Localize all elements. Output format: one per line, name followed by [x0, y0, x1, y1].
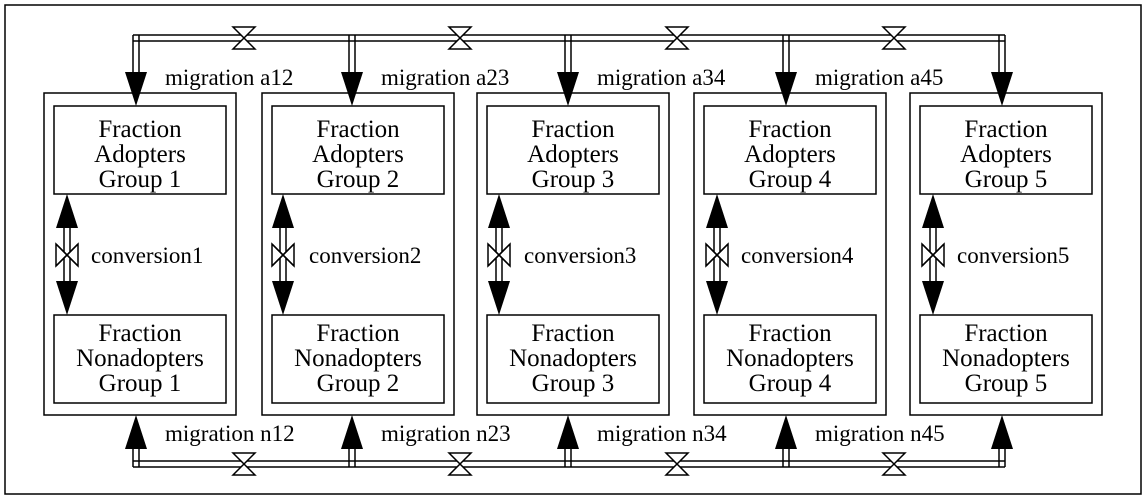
flow-layer — [55, 26, 1013, 476]
adopters-stock-box — [919, 105, 1093, 195]
nonadopters-stock-box — [53, 314, 227, 404]
adopters-label-line-2: Adopters — [744, 141, 836, 168]
adopters-label-line-3: Group 2 — [317, 166, 400, 193]
nonadopters-label-line-2: Nonadopters — [509, 345, 637, 372]
conversion-valve-cross — [921, 243, 945, 267]
nonadopters-label-line-3: Group 3 — [532, 370, 615, 397]
adopters-stock-box — [53, 105, 227, 195]
conversion-arrow-down — [56, 281, 78, 315]
migration-arrow-down — [991, 72, 1013, 106]
adopters-label-line-1: Fraction — [98, 116, 182, 143]
adopters-stock-box — [703, 105, 877, 195]
migration-valve-bottom — [881, 452, 907, 476]
migration-valve-bottom — [447, 452, 473, 476]
migration-arrow-down — [341, 72, 363, 106]
adopters-label-line-1: Fraction — [316, 116, 400, 143]
conversion-valve-cross — [271, 243, 295, 267]
conversion-arrow-up — [488, 194, 510, 228]
migration-valve-top — [447, 26, 473, 50]
conversion-arrow-down — [922, 281, 944, 315]
adopters-label-line-3: Group 5 — [965, 166, 1048, 193]
nonadopters-label-line-2: Nonadopters — [726, 345, 854, 372]
adopters-label-line-1: Fraction — [748, 116, 832, 143]
migration-label-a12: migration a12 — [165, 65, 293, 90]
migration-label-n45: migration n45 — [815, 421, 945, 446]
conversion-arrow-up — [922, 194, 944, 228]
migration-arrow-down — [557, 72, 579, 106]
nonadopters-label-line-2: Nonadopters — [76, 345, 204, 372]
migration-arrow-up — [341, 415, 363, 449]
group-panel-3: Fraction Adopters Group 3 Fraction Nonad… — [476, 92, 670, 416]
conversion-arrow-up — [56, 194, 78, 228]
group-frame — [261, 92, 455, 416]
migration-label-n12: migration n12 — [165, 421, 295, 446]
migration-label-n23: migration n23 — [381, 421, 511, 446]
migration-arrow-down — [775, 72, 797, 106]
adopters-label-line-2: Adopters — [94, 141, 186, 168]
nonadopters-label-line-3: Group 4 — [749, 370, 832, 397]
adopters-stock-box — [486, 105, 660, 195]
conversion-label: conversion1 — [91, 243, 203, 268]
conversion-valve-cross — [705, 243, 729, 267]
nonadopter-migration-pipe-fill — [133, 461, 1005, 467]
conversion-arrow-down — [706, 281, 728, 315]
migration-label-a45: migration a45 — [815, 65, 943, 90]
migration-valve-bottom — [664, 452, 690, 476]
adopters-label-line-1: Fraction — [531, 116, 615, 143]
conversion-label: conversion3 — [524, 243, 636, 268]
migration-arrow-down — [125, 72, 147, 106]
conversion-label: conversion5 — [957, 243, 1069, 268]
conversion-label: conversion2 — [309, 243, 421, 268]
migration-label-a34: migration a34 — [597, 65, 726, 90]
adopters-label-line-2: Adopters — [527, 141, 619, 168]
migration-arrow-up — [125, 415, 147, 449]
migration-valve-top — [231, 26, 257, 50]
nonadopters-label-line-3: Group 5 — [965, 370, 1048, 397]
adopter-migration-pipe-fill — [133, 35, 1005, 41]
adopters-label-line-1: Fraction — [964, 116, 1048, 143]
nonadopters-stock-box — [919, 314, 1093, 404]
migration-label-a23: migration a23 — [381, 65, 509, 90]
nonadopters-label-line-1: Fraction — [531, 320, 615, 347]
conversion-arrow-down — [488, 281, 510, 315]
migration-arrow-up — [775, 415, 797, 449]
nonadopters-label-line-1: Fraction — [748, 320, 832, 347]
nonadopters-label-line-3: Group 1 — [99, 370, 182, 397]
adopters-label-line-3: Group 4 — [749, 166, 832, 193]
migration-label-n34: migration n34 — [597, 421, 727, 446]
nonadopters-label-line-3: Group 2 — [317, 370, 400, 397]
conversion-arrow-up — [272, 194, 294, 228]
adopters-label-line-2: Adopters — [960, 141, 1052, 168]
group-panel-2: Fraction Adopters Group 2 Fraction Nonad… — [261, 92, 455, 416]
migration-valve-top — [881, 26, 907, 50]
conversion-valve-cross — [55, 243, 79, 267]
nonadopters-label-line-1: Fraction — [98, 320, 182, 347]
adopters-label-line-3: Group 3 — [532, 166, 615, 193]
nonadopters-stock-box — [271, 314, 445, 404]
adopters-stock-box — [271, 105, 445, 195]
conversion-valve-cross — [487, 243, 511, 267]
group-panel-4: Fraction Adopters Group 4 Fraction Nonad… — [693, 92, 887, 416]
migration-valve-bottom — [231, 452, 257, 476]
adopters-label-line-3: Group 1 — [99, 166, 182, 193]
nonadopters-stock-box — [703, 314, 877, 404]
conversion-arrow-up — [706, 194, 728, 228]
nonadopters-label-line-1: Fraction — [964, 320, 1048, 347]
conversion-arrow-down — [272, 281, 294, 315]
migration-valve-top — [664, 26, 690, 50]
nonadopters-label-line-2: Nonadopters — [942, 345, 1070, 372]
nonadopters-stock-box — [486, 314, 660, 404]
nonadopters-label-line-1: Fraction — [316, 320, 400, 347]
group-panel-5: Fraction Adopters Group 5 Fraction Nonad… — [909, 92, 1103, 416]
conversion-label: conversion4 — [741, 243, 854, 268]
nonadopters-label-line-2: Nonadopters — [294, 345, 422, 372]
adopters-label-line-2: Adopters — [312, 141, 404, 168]
migration-arrow-up — [991, 415, 1013, 449]
group-frame — [476, 92, 670, 416]
migration-arrow-up — [557, 415, 579, 449]
